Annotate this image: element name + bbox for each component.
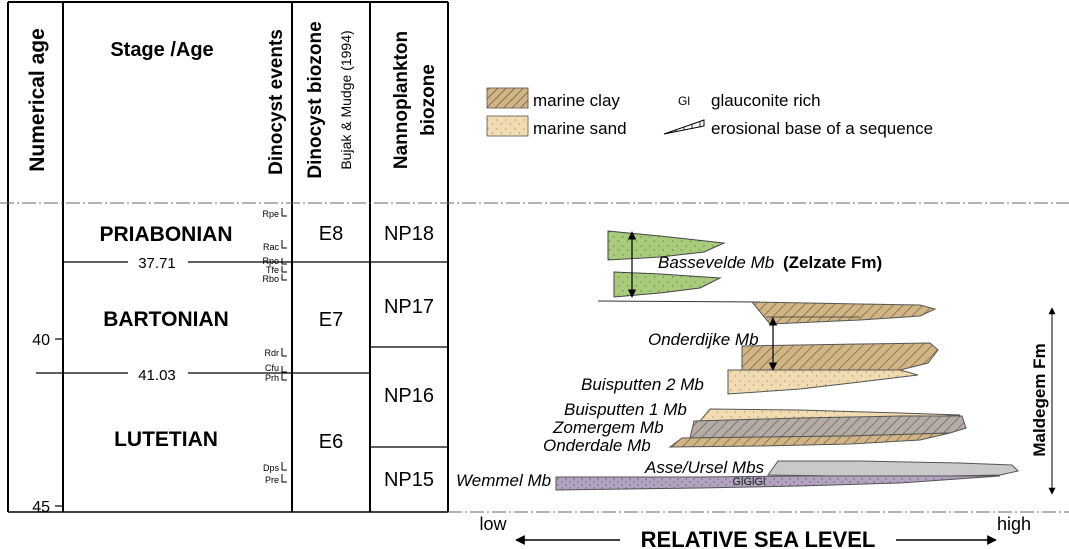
nannozone-np17: NP17: [384, 296, 434, 318]
age-boundary-41-03: 41.03: [138, 367, 176, 384]
label-onderdijke: Onderdijke Mb: [648, 330, 759, 349]
age-boundary-37-71: 37.71: [138, 255, 176, 272]
legend-erosional: erosional base of a sequence: [711, 119, 933, 138]
age-tick-45: 45: [32, 499, 50, 516]
header-stage-age: Stage /Age: [110, 39, 213, 61]
label-onderdale: Onderdale Mb: [543, 436, 651, 455]
dinozone-e7: E7: [319, 309, 343, 331]
header-numerical-age: Numerical age: [26, 28, 49, 172]
axis-high: high: [997, 514, 1031, 534]
label-wemmel: Wemmel Mb: [456, 471, 551, 490]
label-maldegem: Maldegem Fm: [1030, 343, 1049, 456]
stage-lutetian: LUTETIAN: [114, 428, 218, 451]
asse-ursel-tongue: [767, 460, 1019, 478]
onderdijke-upper-wedge: [750, 301, 937, 325]
erosional-base-line-onderdijke: [597, 300, 761, 303]
event-rdr: Rdr: [264, 348, 279, 358]
event-rbo: Rbo: [262, 274, 279, 284]
wemmel-body: [555, 475, 1001, 491]
bassevelde-lower-wedge: [613, 271, 722, 298]
header-nannoplankton-biozone: biozone: [418, 64, 439, 136]
label-buisputten2: Buisputten 2 Mb: [581, 375, 704, 394]
stage-bartonian: BARTONIAN: [103, 308, 229, 331]
event-pre: Pre: [265, 475, 279, 485]
event-tfe: Tfe: [266, 265, 279, 275]
axis-title: RELATIVE SEA LEVEL: [641, 527, 876, 549]
dinozone-e8: E8: [319, 223, 343, 245]
axis-low: low: [479, 514, 507, 534]
label-bassevelde-mb: Bassevelde Mb: [658, 253, 774, 272]
legend: marine clay marine sand Gl glauconite ri…: [486, 87, 933, 138]
glauconite-marks: GlGlGl: [733, 476, 766, 488]
label-asse-ursel: Asse/Ursel Mbs: [644, 458, 765, 477]
legend-glauconite: glauconite rich: [711, 91, 821, 110]
header-dinocyst-events: Dinocyst events: [266, 29, 287, 175]
event-prh: Prh: [265, 373, 279, 383]
event-rpe: Rpe: [262, 209, 279, 219]
buisputten2-sand: [727, 369, 919, 395]
legend-clay-swatch: [486, 87, 529, 109]
age-tick-40: 40: [32, 332, 50, 349]
label-zomergem: Zomergem Mb: [552, 418, 664, 437]
dinocyst-event-markers: [281, 208, 287, 483]
label-bassevelde: Bassevelde Mb (Zelzate Fm): [658, 253, 882, 272]
dinocyst-events: Rpe Rac Rpo Tfe Rbo Rdr Cfu Prh Dps Pre: [262, 209, 279, 485]
legend-glauconite-symbol: Gl: [678, 94, 690, 108]
event-cfu: Cfu: [265, 363, 279, 373]
event-rac: Rac: [263, 242, 280, 252]
table-frame: [7, 1, 449, 513]
dinozone-e6: E6: [319, 431, 343, 453]
nannozone-np18: NP18: [384, 223, 434, 245]
nannozone-np16: NP16: [384, 385, 434, 407]
header-nannoplankton: Nannoplankton: [391, 31, 412, 169]
onderdale-clay: [668, 432, 951, 448]
buisputten2-clay: [741, 342, 939, 371]
event-rpo: Rpo: [262, 256, 279, 266]
legend-marine-sand: marine sand: [533, 119, 627, 138]
header-dinocyst-biozone-ref: Bujak & Mudge (1994): [338, 30, 354, 169]
legend-marine-clay: marine clay: [533, 91, 620, 110]
event-dps: Dps: [263, 463, 280, 473]
legend-sand-swatch: [486, 115, 529, 137]
label-buisputten1: Buisputten 1 Mb: [564, 400, 687, 419]
nannozone-np15: NP15: [384, 469, 434, 491]
erosional-base-ticks: [675, 121, 701, 132]
label-zelzate-fm: (Zelzate Fm): [783, 253, 882, 272]
header-dinocyst-biozone: Dinocyst biozone: [305, 21, 326, 178]
age-axis: 40 45: [32, 332, 63, 516]
stage-priabonian: PRIABONIAN: [99, 223, 232, 246]
bassevelde-upper-wedge: [607, 230, 726, 261]
